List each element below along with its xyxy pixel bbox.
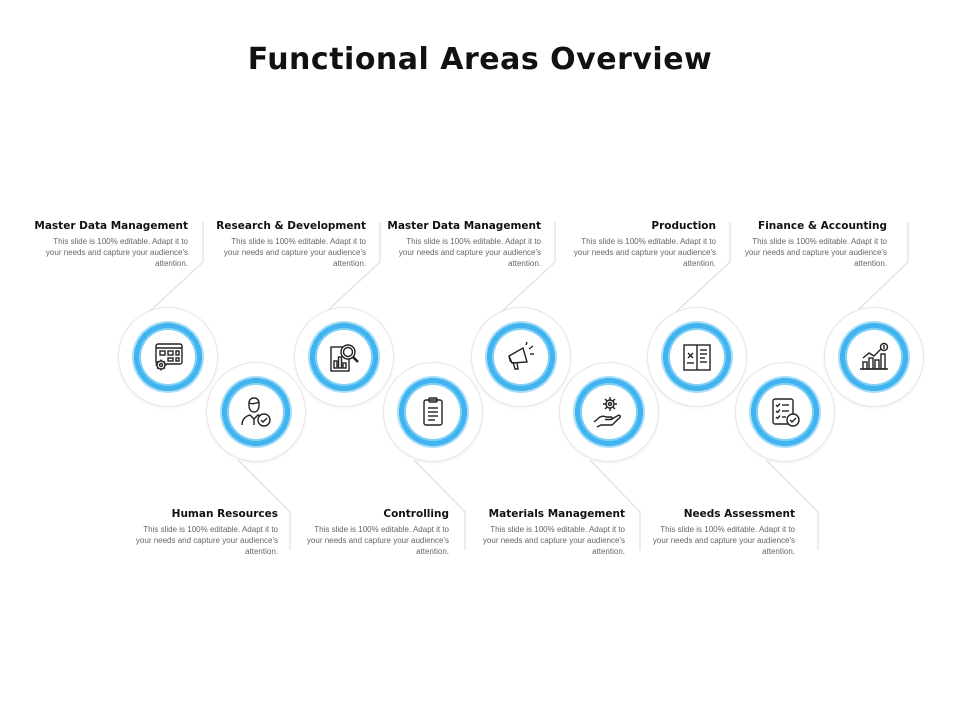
chart-magnifier-icon <box>330 344 359 372</box>
item-description: This slide is 100% editable. Adapt it to… <box>573 237 716 268</box>
item-description: This slide is 100% editable. Adapt it to… <box>482 525 625 556</box>
node-5 <box>471 307 571 407</box>
node-7 <box>647 307 747 407</box>
node-2 <box>206 362 306 462</box>
item-title: Human Resources <box>171 508 278 520</box>
text-block-9: Finance & Accounting This slide is 100% … <box>717 220 887 269</box>
checklist-icon <box>772 398 800 427</box>
item-title: Master Data Management <box>387 220 541 232</box>
person-check-icon <box>241 397 271 427</box>
page-title: Functional Areas Overview <box>247 42 713 77</box>
blueprint-icon <box>683 344 711 371</box>
item-title: Materials Management <box>488 508 625 520</box>
node-3 <box>294 307 394 407</box>
item-title: Production <box>651 220 716 232</box>
text-block-7: Production This slide is 100% editable. … <box>546 220 716 269</box>
node-6 <box>559 362 659 462</box>
hand-gear-icon <box>593 397 621 428</box>
item-description: This slide is 100% editable. Adapt it to… <box>744 237 887 268</box>
text-block-2: Human Resources This slide is 100% edita… <box>108 508 278 557</box>
item-description: This slide is 100% editable. Adapt it to… <box>135 525 278 556</box>
item-title: Needs Assessment <box>683 508 795 520</box>
growth-chart-dollar-icon <box>860 342 889 370</box>
text-block-1: Master Data Management This slide is 100… <box>18 220 188 269</box>
node-9 <box>824 307 924 407</box>
node-1 <box>118 307 218 407</box>
text-block-6: Materials Management This slide is 100% … <box>455 508 625 557</box>
text-block-5: Master Data Management This slide is 100… <box>371 220 541 269</box>
node-4 <box>383 362 483 462</box>
text-block-3: Research & Development This slide is 100… <box>196 220 366 269</box>
item-description: This slide is 100% editable. Adapt it to… <box>652 525 795 556</box>
item-description: This slide is 100% editable. Adapt it to… <box>306 525 449 556</box>
item-title: Research & Development <box>216 220 366 232</box>
item-description: This slide is 100% editable. Adapt it to… <box>398 237 541 268</box>
item-title: Master Data Management <box>34 220 188 232</box>
text-block-8: Needs Assessment This slide is 100% edit… <box>625 508 795 557</box>
dashboard-gear-icon <box>155 343 183 371</box>
text-block-4: Controlling This slide is 100% editable.… <box>279 508 449 557</box>
item-description: This slide is 100% editable. Adapt it to… <box>223 237 366 268</box>
clipboard-icon <box>423 397 443 426</box>
item-title: Finance & Accounting <box>758 220 887 232</box>
node-8 <box>735 362 835 462</box>
megaphone-icon <box>508 341 534 370</box>
item-title: Controlling <box>383 508 449 520</box>
item-description: This slide is 100% editable. Adapt it to… <box>45 237 188 268</box>
